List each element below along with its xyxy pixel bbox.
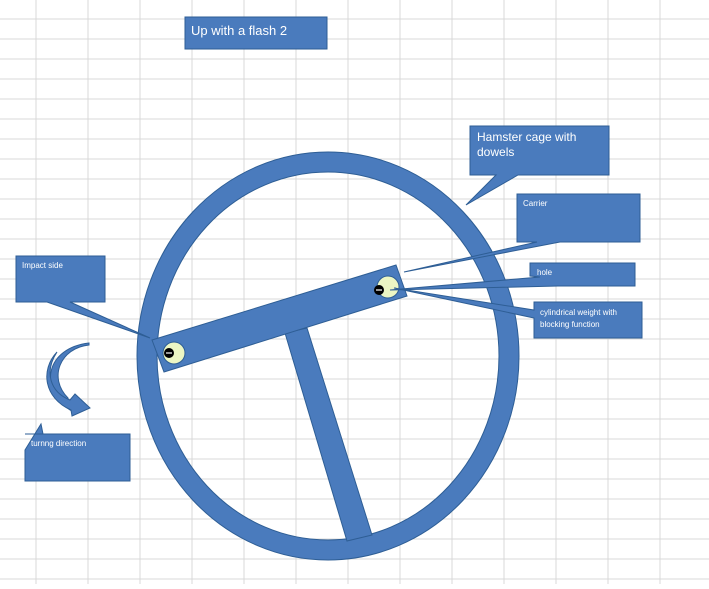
carrier-bar: [151, 264, 408, 373]
callout-impact-side-text: Impact side: [22, 261, 63, 270]
support-bar: [284, 327, 373, 542]
callout-weight-line1: cylindrical weight with: [540, 308, 617, 317]
callout-turning-direction-text: turnng direction: [31, 439, 86, 448]
hole-left: [164, 348, 174, 358]
callout-weight: cylindrical weight with blocking functio…: [393, 287, 643, 339]
wheel-ring-outer-edge: [136, 151, 520, 561]
hole-right: [374, 285, 384, 295]
curved-arrow-icon: [46, 342, 91, 417]
callout-impact-side: Impact side: [15, 255, 151, 339]
callout-weight-line2: blocking function: [540, 320, 600, 329]
callout-hamster-cage: Hamster cage with dowels: [465, 125, 610, 206]
title-box: Up with a flash 2: [184, 16, 328, 50]
callout-carrier: Carrier: [403, 193, 641, 273]
callout-hole-text: hole: [537, 268, 553, 277]
callout-hamster-cage-line1: Hamster cage with: [477, 130, 576, 144]
callout-hamster-cage-line2: dowels: [477, 145, 514, 159]
title-text: Up with a flash 2: [191, 23, 287, 38]
wheel-ring: [137, 152, 519, 560]
callout-turning-direction: turnng direction: [24, 422, 131, 482]
callout-carrier-text: Carrier: [523, 199, 548, 208]
callout-hole: hole: [389, 262, 636, 291]
wheel-ring-inner-edge: [156, 171, 500, 541]
